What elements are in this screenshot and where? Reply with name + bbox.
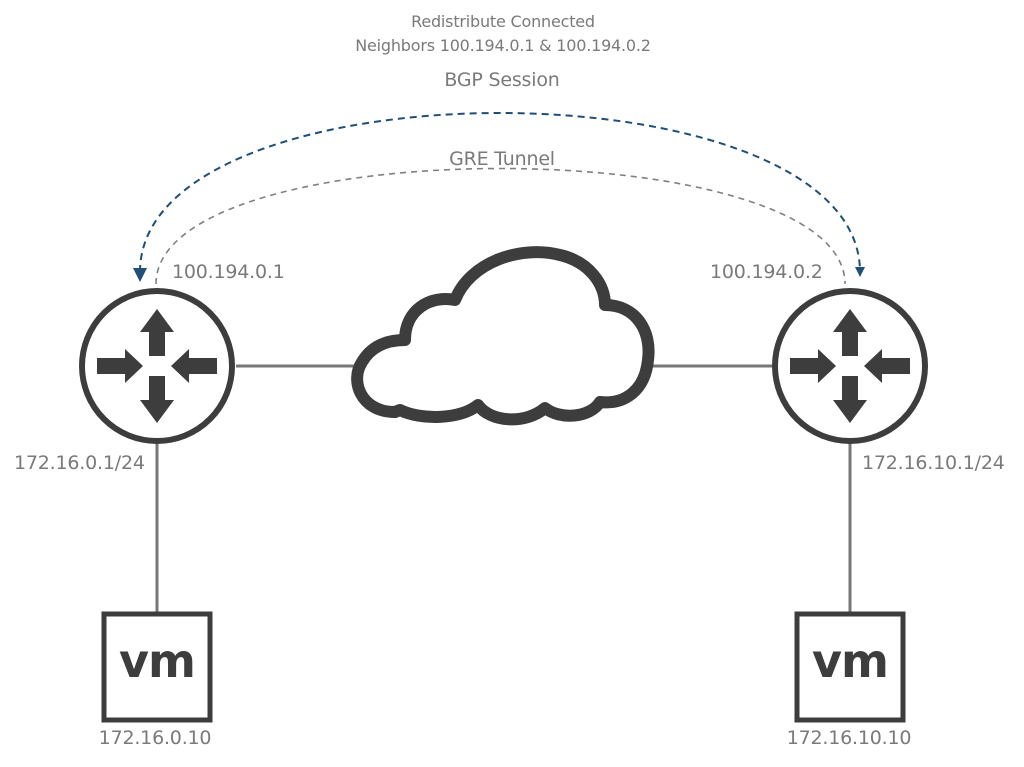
vm-left-box xyxy=(101,611,213,723)
vm-left-label: vm xyxy=(119,634,196,688)
vm-right-label: vm xyxy=(812,634,889,688)
bgp-session-arrow-left xyxy=(133,268,147,282)
redistribute-label-line1: Redistribute Connected xyxy=(411,12,595,31)
gre-tunnel-label: GRE Tunnel xyxy=(449,148,555,170)
cloud-icon xyxy=(351,246,655,426)
vm-right-ip: 172.16.10.10 xyxy=(786,727,912,749)
vm-left-ip: 172.16.0.10 xyxy=(98,727,212,749)
router-left-wan-ip: 100.194.0.1 xyxy=(172,261,285,283)
router-right-icon xyxy=(772,288,928,444)
router-left-lan-ip: 172.16.0.1/24 xyxy=(14,452,145,474)
bgp-session-label: BGP Session xyxy=(444,69,560,91)
redistribute-label-line2: Neighbors 100.194.0.1 & 100.194.0.2 xyxy=(355,36,651,55)
bgp-session-link xyxy=(139,112,865,277)
gre-tunnel-link xyxy=(155,167,846,285)
vm-right-box xyxy=(794,611,906,723)
router-left-icon xyxy=(79,288,235,444)
router-right-wan-ip: 100.194.0.2 xyxy=(710,261,823,283)
router-right-lan-ip: 172.16.10.1/24 xyxy=(862,452,1005,474)
